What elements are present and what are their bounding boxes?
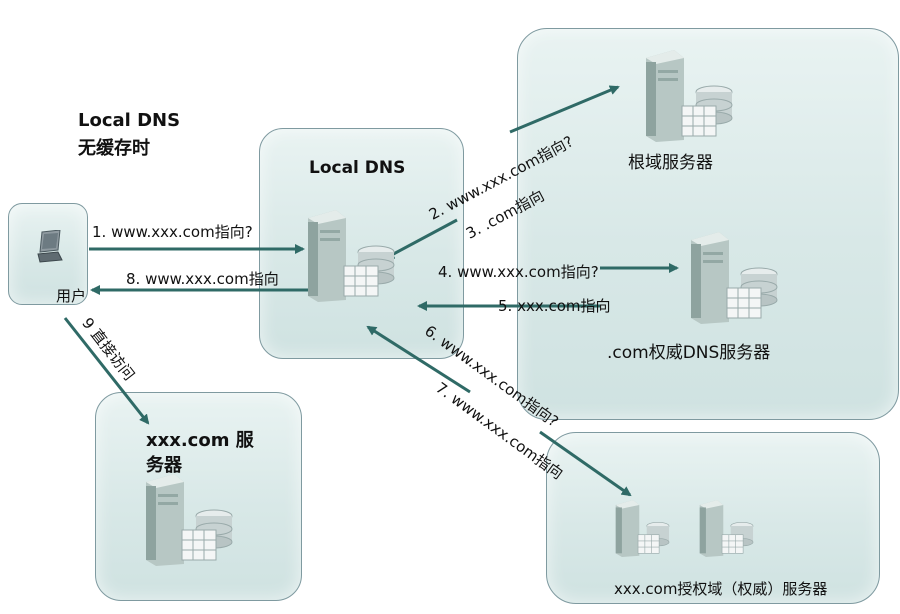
site-server-icon	[146, 474, 233, 566]
diagram-title-line1: Local DNS	[78, 110, 181, 131]
xxx-auth-server-icon-1	[615, 500, 670, 558]
site-server-title-line1: xxx.com 服	[146, 430, 254, 451]
local-dns-server-icon	[308, 210, 395, 302]
step4-label: 4. www.xxx.com指向?	[438, 263, 599, 281]
arrow-step7	[366, 325, 471, 394]
com-auth-server-icon	[691, 232, 778, 324]
xxx-auth-server-label: xxx.com授权域（权威）服务器	[614, 580, 828, 598]
user-label: 用户	[56, 287, 87, 305]
arrow-step3	[384, 218, 458, 260]
arrow-step6	[539, 430, 632, 497]
arrow-step2	[509, 85, 620, 134]
xxx-auth-server-icon-2	[699, 500, 754, 558]
local-dns-panel	[259, 128, 464, 359]
laptop-icon	[37, 230, 63, 263]
step8-label: 8. www.xxx.com指向	[126, 270, 279, 288]
site-server-title-line2: 务器	[146, 455, 182, 476]
arrow-step9	[63, 317, 150, 425]
com-auth-server-label: .com权威DNS服务器	[607, 343, 771, 363]
diagram-title-line2: 无缓存时	[78, 138, 150, 159]
root-server-label: 根域服务器	[628, 153, 713, 173]
root-server-icon	[646, 50, 733, 142]
local-dns-title: Local DNS	[309, 158, 406, 178]
step5-label: 5. xxx.com指向	[498, 297, 611, 315]
site-server-panel	[95, 392, 302, 601]
step1-label: 1. www.xxx.com指向?	[92, 223, 253, 241]
